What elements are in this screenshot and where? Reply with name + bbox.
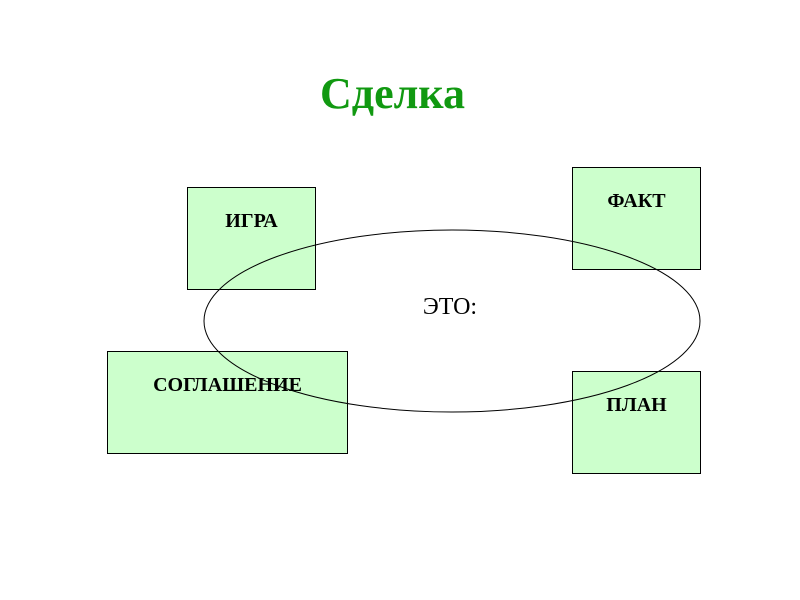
box-igra-label: ИГРА [225,210,278,232]
box-fakt-label: ФАКТ [607,190,666,212]
box-plan-label: ПЛАН [606,394,667,416]
box-fakt: ФАКТ [572,167,701,270]
box-igra: ИГРА [187,187,316,290]
center-label: ЭТО: [422,294,478,320]
box-plan: ПЛАН [572,371,701,474]
box-soglashenie: СОГЛАШЕНИЕ [107,351,348,454]
box-soglashenie-label: СОГЛАШЕНИЕ [153,374,302,396]
slide-title: Сделка [320,69,465,118]
